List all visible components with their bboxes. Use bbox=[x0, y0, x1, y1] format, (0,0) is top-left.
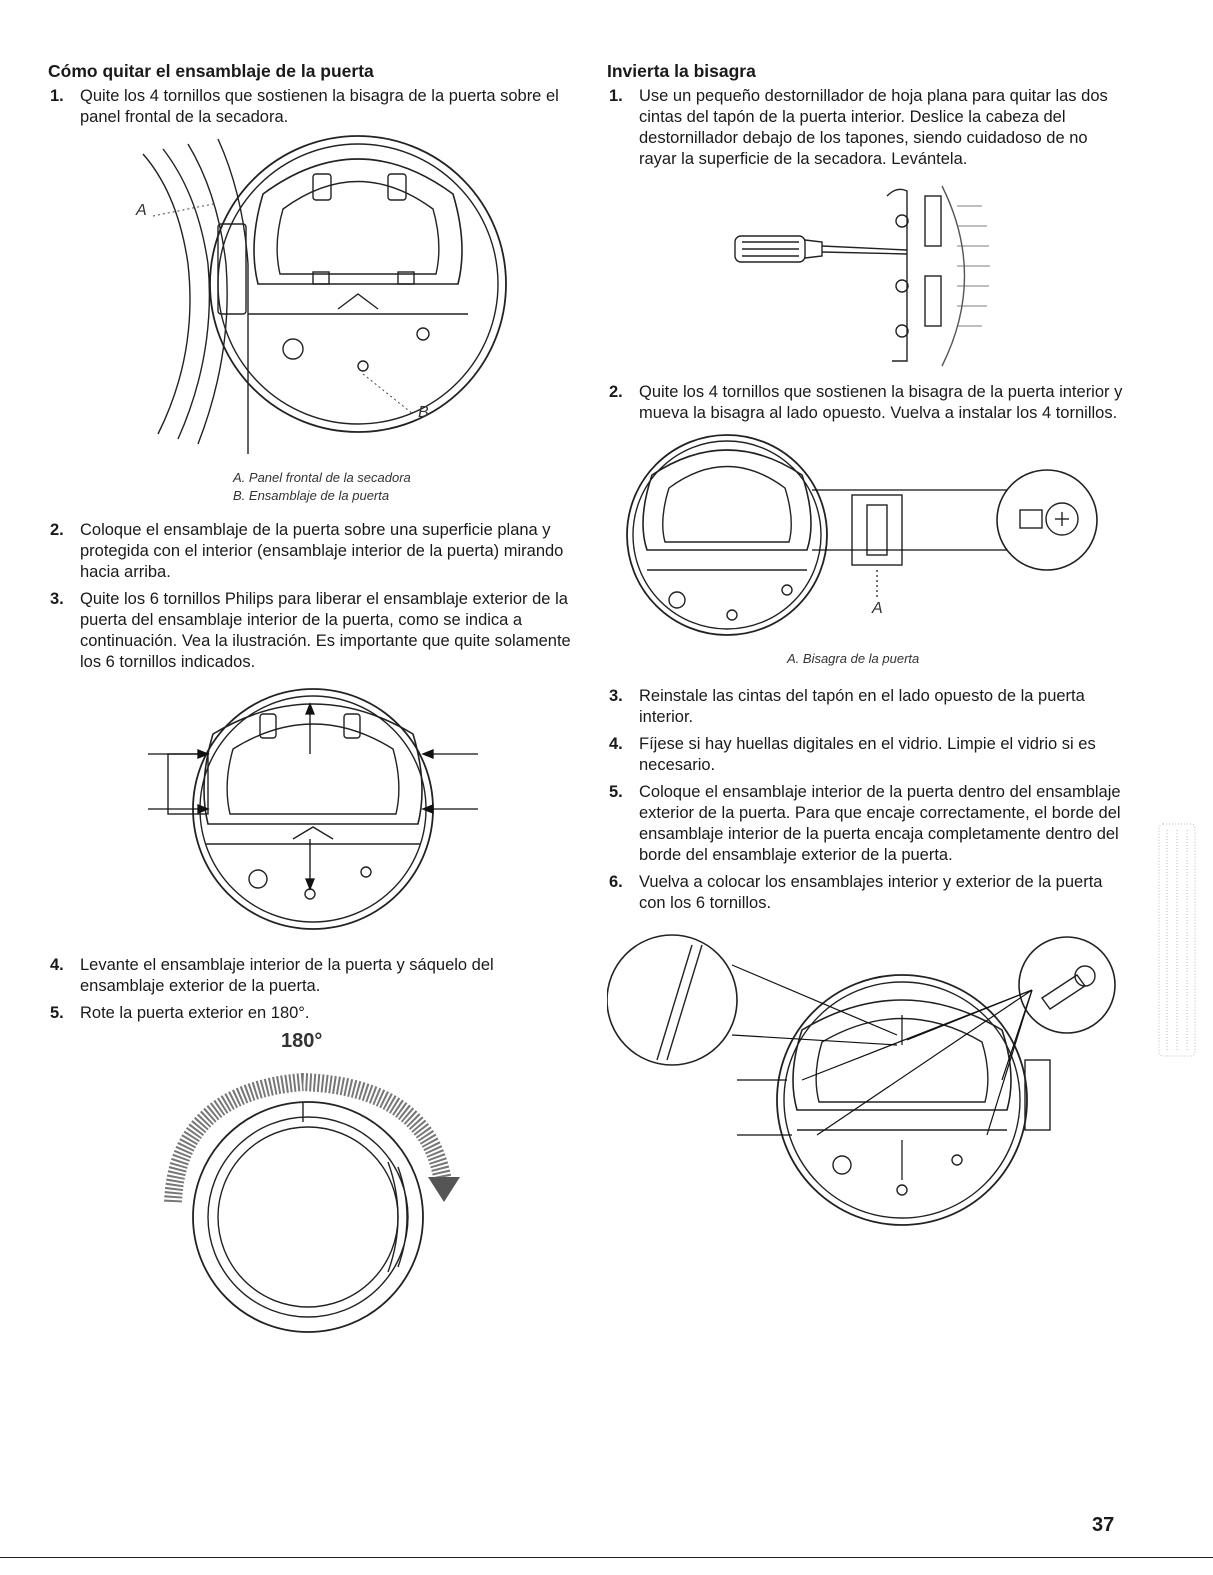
step-text: Quite los 4 tornillos que sostienen la b… bbox=[80, 87, 559, 126]
step-item: 4. Levante el ensamblaje interior de la … bbox=[48, 955, 578, 997]
caption-b-door-assembly: B. Ensamblaje de la puerta bbox=[233, 488, 390, 503]
step-number: 3. bbox=[50, 590, 64, 608]
step-item: 1. Quite los 4 tornillos que sostienen l… bbox=[48, 86, 578, 128]
side-tab-marker bbox=[1158, 823, 1196, 1057]
steps-list-left-b: 2. Coloque el ensamblaje de la puerta so… bbox=[48, 520, 578, 673]
step-text: Use un pequeño destornillador de hoja pl… bbox=[639, 87, 1108, 168]
step-number: 1. bbox=[50, 87, 64, 105]
reassembly-illustration bbox=[607, 934, 1116, 1226]
figure-six-screws bbox=[48, 679, 578, 949]
section-heading-remove-door: Cómo quitar el ensamblaje de la puerta bbox=[48, 61, 374, 81]
step-text: Fíjese si hay huellas digitales en el vi… bbox=[639, 735, 1096, 774]
caption-a-door-hinge: A. Bisagra de la puerta bbox=[787, 651, 920, 666]
steps-list-left-c: 4. Levante el ensamblaje interior de la … bbox=[48, 955, 578, 1024]
step-item: 6. Vuelva a colocar los ensamblajes inte… bbox=[607, 872, 1127, 914]
label-b: B bbox=[418, 404, 429, 421]
step-number: 6. bbox=[609, 873, 623, 891]
step-item: 3. Reinstale las cintas del tapón en el … bbox=[607, 686, 1127, 728]
step-number: 4. bbox=[50, 956, 64, 974]
figure-screwdriver bbox=[607, 176, 1127, 376]
step-number: 3. bbox=[609, 687, 623, 705]
step-item: 4. Fíjese si hay huellas digitales en el… bbox=[607, 734, 1127, 776]
screwdriver-illustration bbox=[734, 185, 990, 367]
label-a: A bbox=[136, 202, 147, 219]
steps-list-right-a: 1. Use un pequeño destornillador de hoja… bbox=[607, 86, 1127, 170]
label-a: A bbox=[872, 600, 883, 617]
six-screws-illustration bbox=[148, 688, 478, 930]
figure-door-on-dryer: A B A. Panel frontal de la secadora B. E… bbox=[48, 134, 578, 514]
step-number: 5. bbox=[50, 1004, 64, 1022]
step-item: 5. Coloque el ensamblaje interior de la … bbox=[607, 782, 1127, 866]
rotation-label: 180° bbox=[281, 1030, 323, 1052]
step-item: 5. Rote la puerta exterior en 180°. bbox=[48, 1003, 578, 1024]
door-hinge-illustration bbox=[626, 434, 1098, 636]
footer-rule bbox=[0, 1557, 1213, 1558]
figure-door-hinge: A A. Bisagra de la puerta bbox=[607, 430, 1127, 680]
step-text: Quite los 4 tornillos que sostienen la b… bbox=[639, 383, 1123, 422]
steps-list-right-c: 3. Reinstale las cintas del tapón en el … bbox=[607, 686, 1127, 914]
step-text: Rote la puerta exterior en 180°. bbox=[80, 1004, 310, 1022]
section-heading-reverse-hinge: Invierta la bisagra bbox=[607, 61, 756, 81]
right-column: Invierta la bisagra 1. Use un pequeño de… bbox=[607, 60, 1127, 1246]
steps-list-right-b: 2. Quite los 4 tornillos que sostienen l… bbox=[607, 382, 1127, 424]
door-on-dryer-illustration bbox=[142, 135, 507, 454]
rotate-door-illustration bbox=[164, 1072, 460, 1333]
step-text: Vuelva a colocar los ensamblajes interio… bbox=[639, 873, 1103, 912]
step-item: 2. Quite los 4 tornillos que sostienen l… bbox=[607, 382, 1127, 424]
left-column: Cómo quitar el ensamblaje de la puerta 1… bbox=[48, 60, 578, 1336]
step-number: 4. bbox=[609, 735, 623, 753]
step-text: Levante el ensamblaje interior de la pue… bbox=[80, 956, 494, 995]
step-number: 1. bbox=[609, 87, 623, 105]
figure-reassembly bbox=[607, 920, 1127, 1240]
caption-a-front-panel: A. Panel frontal de la secadora bbox=[233, 470, 411, 485]
figure-rotate-180: 180° bbox=[48, 1030, 578, 1333]
step-number: 2. bbox=[50, 521, 64, 539]
step-number: 5. bbox=[609, 783, 623, 801]
step-item: 1. Use un pequeño destornillador de hoja… bbox=[607, 86, 1127, 170]
step-text: Coloque el ensamblaje de la puerta sobre… bbox=[80, 521, 564, 581]
step-item: 3. Quite los 6 tornillos Philips para li… bbox=[48, 589, 578, 673]
step-text: Reinstale las cintas del tapón en el lad… bbox=[639, 687, 1085, 726]
step-item: 2. Coloque el ensamblaje de la puerta so… bbox=[48, 520, 578, 583]
step-number: 2. bbox=[609, 383, 623, 401]
step-text: Quite los 6 tornillos Philips para liber… bbox=[80, 590, 571, 671]
step-text: Coloque el ensamblaje interior de la pue… bbox=[639, 783, 1121, 864]
page-number: 37 bbox=[1092, 1514, 1115, 1536]
steps-list-left-a: 1. Quite los 4 tornillos que sostienen l… bbox=[48, 86, 578, 128]
